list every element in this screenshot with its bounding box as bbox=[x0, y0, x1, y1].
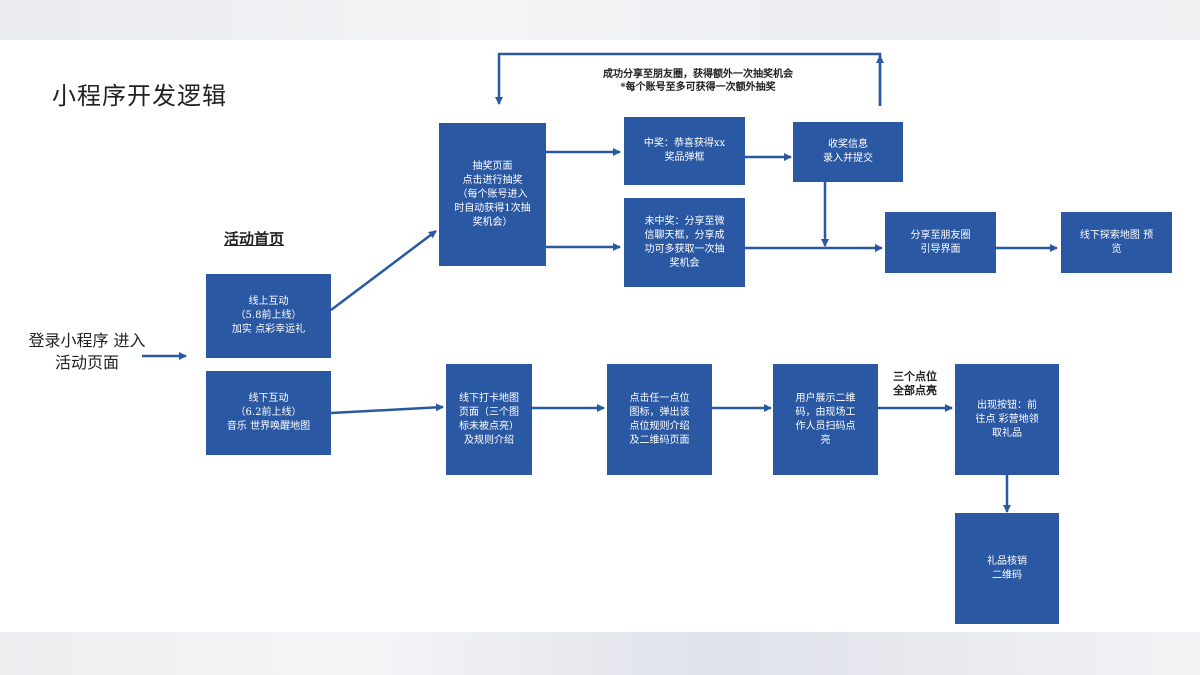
node-lottery-page[interactable]: 抽奖页面 点击进行抽奖 （每个账号进入 时自动获得1次抽 奖机会） bbox=[439, 123, 546, 266]
start-label: 登录小程序 进入活动页面 bbox=[28, 331, 146, 372]
node-gift-qr[interactable]: 礼品核销 二维码 bbox=[955, 513, 1059, 624]
node-show-qr[interactable]: 用户展示二维 码，由现场工 作人员扫码点 亮 bbox=[773, 364, 878, 475]
arrow-offline-to-checkin bbox=[330, 403, 444, 415]
share-note: 成功分享至朋友圈，获得额外一次抽奖机会 *每个账号至多可获得一次额外抽奖 bbox=[603, 69, 793, 93]
node-offline-explore[interactable]: 线下探索地图 预 览 bbox=[1061, 212, 1172, 273]
node-checkin-map[interactable]: 线下打卡地图 页面（三个图 标未被点亮） 及规则介绍 bbox=[446, 364, 532, 475]
node-share-moments[interactable]: 分享至朋友圈 引导界面 bbox=[885, 212, 996, 273]
activity-home-label: 活动首页 bbox=[224, 230, 285, 248]
node-offline-interaction[interactable]: 线下互动 （6.2前上线） 音乐 世界唤醒地图 bbox=[206, 371, 331, 455]
page-title: 小程序开发逻辑 bbox=[52, 82, 227, 110]
node-click-point[interactable]: 点击任一点位 图标，弹出该 点位规则介绍 及二维码页面 bbox=[607, 364, 712, 475]
node-win[interactable]: 中奖：恭喜获得xx 奖品弹框 bbox=[624, 117, 745, 185]
node-lose[interactable]: 未中奖：分享至微 信聊天框，分享成 功可多获取一次抽 奖机会 bbox=[624, 198, 745, 287]
node-online-interaction[interactable]: 线上互动 （5.8前上线） 加实 点彩幸运礼 bbox=[206, 274, 331, 358]
all-lit-note: 三个点位 全部点亮 bbox=[893, 370, 937, 397]
top-band bbox=[0, 0, 1200, 40]
arrow-online-to-lottery bbox=[330, 230, 437, 311]
node-reward-button[interactable]: 出现按钮：前 往点 彩营地领 取礼品 bbox=[955, 364, 1059, 475]
node-collect-info[interactable]: 收奖信息 录入并提交 bbox=[793, 122, 903, 182]
bottom-band bbox=[0, 632, 1200, 675]
